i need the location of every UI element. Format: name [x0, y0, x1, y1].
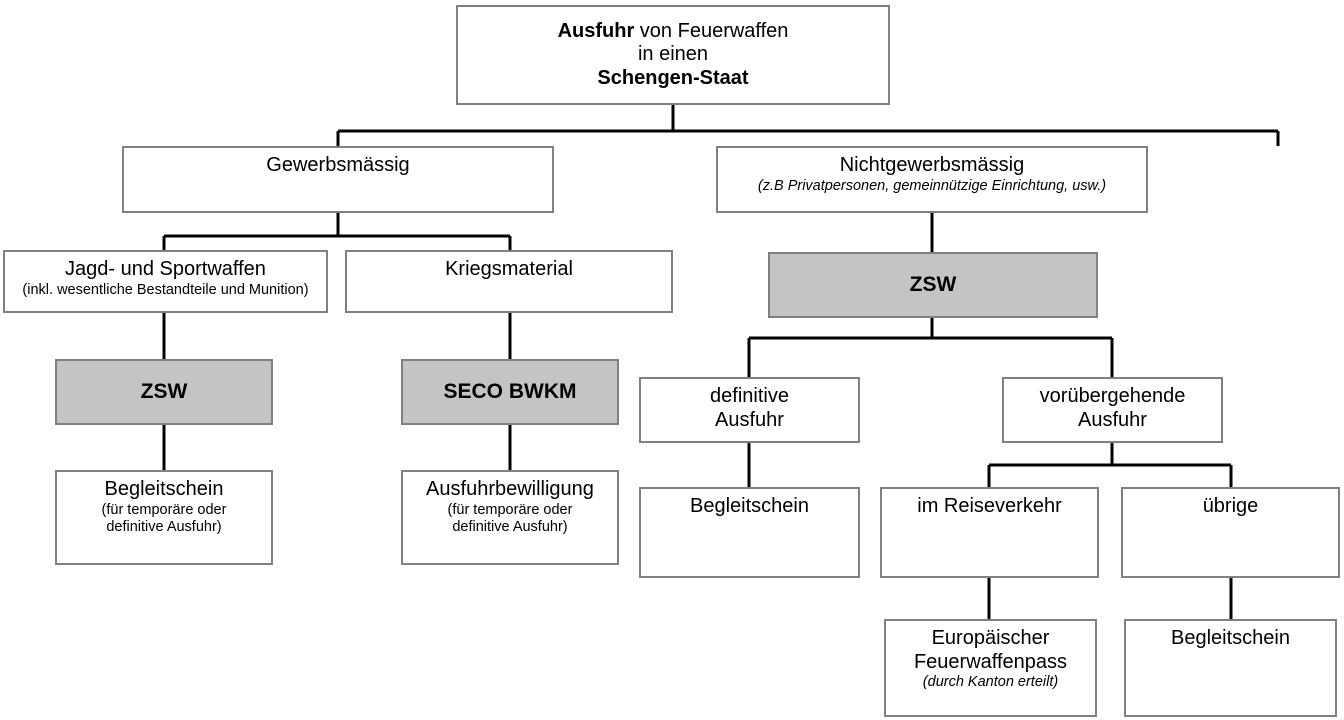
node-zsw-jagd-title: ZSW [140, 379, 188, 403]
node-im-reiseverkehr-title: im Reiseverkehr [917, 495, 1062, 517]
node-definitive-ausfuhr[interactable]: definitive Ausfuhr [639, 377, 860, 443]
node-begleitschein-definitiv-title: Begleitschein [690, 495, 809, 517]
node-begleitschein-uebrige[interactable]: Begleitschein [1124, 619, 1337, 717]
node-europaeischer-feuerwaffenpass-subtitle: (durch Kanton erteilt) [922, 674, 1059, 691]
node-begleitschein-jagd-subtitle: (für temporäre oder definitive Ausfuhr) [101, 501, 227, 535]
node-im-reiseverkehr[interactable]: im Reiseverkehr [880, 487, 1099, 578]
node-begleitschein-jagd-title: Begleitschein [104, 478, 224, 500]
node-uebrige-title: übrige [1202, 495, 1259, 517]
node-nichtgewerbsmaessig-title: Nichtgewerbsmässig [839, 154, 1025, 176]
node-root[interactable]: Ausfuhr von Feuerwaffen in einen Schenge… [456, 5, 890, 105]
node-jagd-sportwaffen-title: Jagd- und Sportwaffen [65, 258, 266, 280]
node-europaeischer-feuerwaffenpass-title: Europäischer Feuerwaffenpass [913, 627, 1068, 673]
node-europaeischer-feuerwaffenpass[interactable]: Europäischer Feuerwaffenpass (durch Kant… [884, 619, 1097, 717]
node-root-line1-rest: von Feuerwaffen [634, 19, 789, 42]
node-zsw-nichtgewerbsmaessig[interactable]: ZSW [768, 252, 1098, 318]
node-root-line3: Schengen-Staat [458, 67, 888, 91]
node-root-line2: in einen [637, 43, 709, 66]
node-nichtgewerbsmaessig[interactable]: Nichtgewerbsmässig (z.B Privatpersonen, … [716, 146, 1148, 213]
node-zsw-jagd[interactable]: ZSW [55, 359, 273, 425]
node-seco-bwkm-title: SECO BWKM [443, 379, 577, 403]
node-uebrige[interactable]: übrige [1121, 487, 1340, 578]
node-begleitschein-jagd[interactable]: Begleitschein (für temporäre oder defini… [55, 470, 273, 565]
node-gewerbsmaessig[interactable]: Gewerbsmässig [122, 146, 554, 213]
node-begleitschein-uebrige-title: Begleitschein [1171, 627, 1290, 649]
node-begleitschein-definitiv[interactable]: Begleitschein [639, 487, 860, 578]
node-seco-bwkm[interactable]: SECO BWKM [401, 359, 619, 425]
node-jagd-sportwaffen[interactable]: Jagd- und Sportwaffen (inkl. wesentliche… [3, 250, 328, 313]
node-root-line1: Ausfuhr von Feuerwaffen [458, 20, 888, 44]
node-jagd-sportwaffen-subtitle: (inkl. wesentliche Bestandteile und Muni… [22, 281, 309, 298]
node-kriegsmaterial-title: Kriegsmaterial [445, 258, 573, 280]
node-gewerbsmaessig-title: Gewerbsmässig [266, 154, 410, 176]
node-definitive-ausfuhr-title: definitive Ausfuhr [710, 385, 789, 431]
node-ausfuhrbewilligung-title: Ausfuhrbewilligung [426, 478, 594, 500]
node-kriegsmaterial[interactable]: Kriegsmaterial [345, 250, 673, 313]
node-ausfuhrbewilligung[interactable]: Ausfuhrbewilligung (für temporäre oder d… [401, 470, 619, 565]
node-voruebergehende-ausfuhr-title: vorübergehende Ausfuhr [1039, 385, 1186, 431]
node-root-line1-bold: Ausfuhr [557, 19, 635, 42]
node-ausfuhrbewilligung-subtitle: (für temporäre oder definitive Ausfuhr) [447, 501, 573, 535]
node-root-line3-bold: Schengen-Staat [597, 66, 749, 89]
node-voruebergehende-ausfuhr[interactable]: vorübergehende Ausfuhr [1002, 377, 1223, 443]
node-zsw-nichtgewerbsmaessig-title: ZSW [909, 272, 957, 296]
node-nichtgewerbsmaessig-subtitle: (z.B Privatpersonen, gemeinnützige Einri… [757, 177, 1107, 194]
